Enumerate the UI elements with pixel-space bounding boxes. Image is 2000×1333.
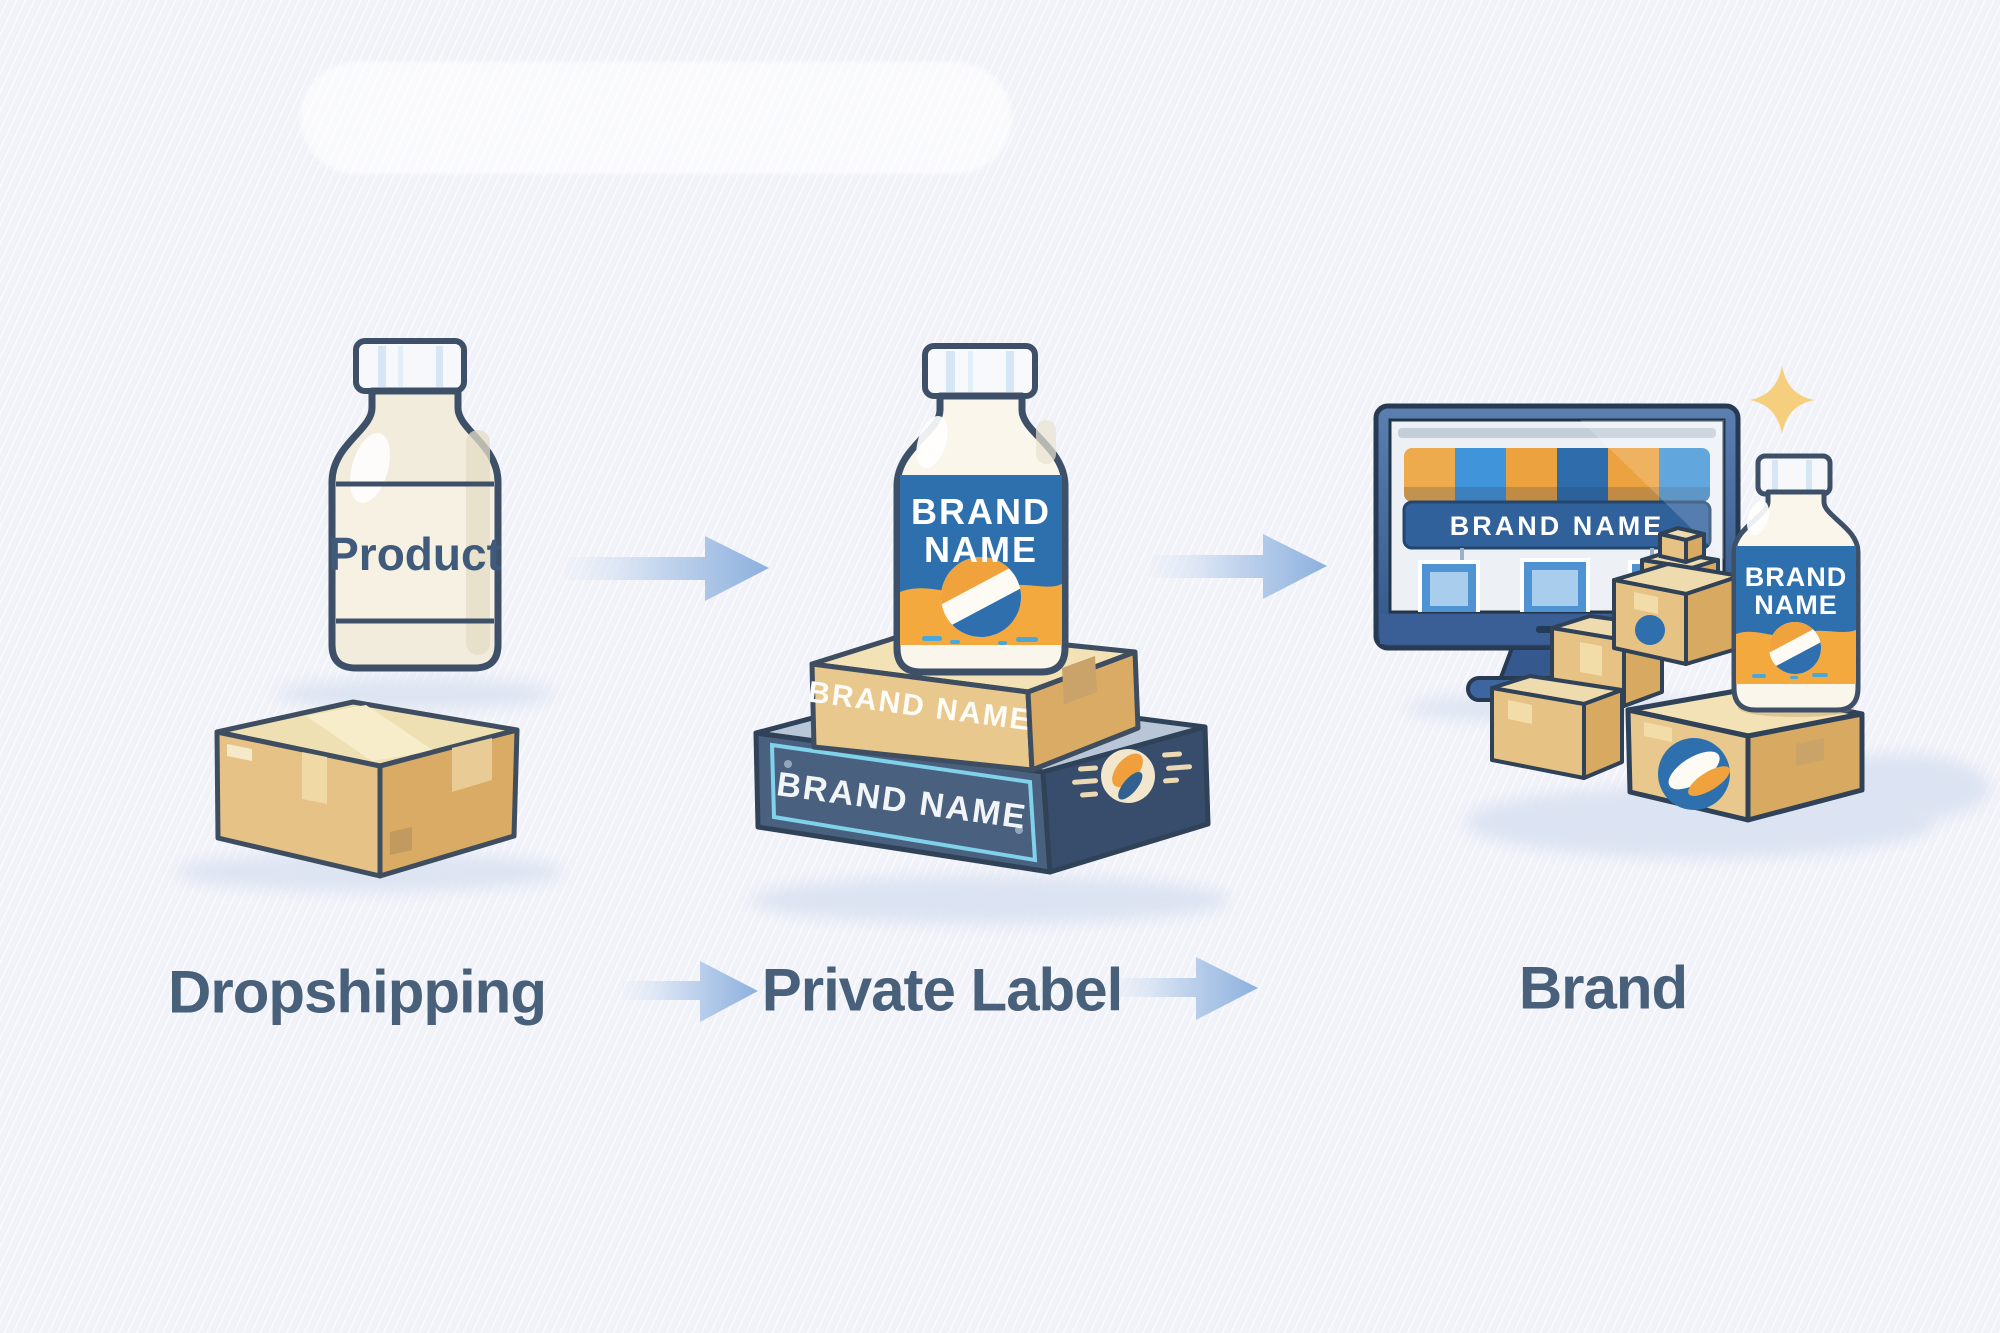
sparkle-icon bbox=[1750, 366, 1814, 434]
plain-cardboard-box bbox=[214, 699, 520, 879]
stage-label-brand: Brand bbox=[1518, 954, 1688, 1022]
brand-logo-icon bbox=[1658, 738, 1730, 810]
storefront-awning bbox=[1404, 448, 1710, 502]
bottle-brand-line1: BRAND bbox=[911, 491, 1051, 532]
generic-product-bottle: Product bbox=[328, 338, 502, 672]
stage-brand-illustration: BRAND NAME bbox=[1373, 366, 1865, 823]
storefront-sign-label: BRAND NAME bbox=[1450, 511, 1665, 541]
stage-private-label-illustration: BRAND NAME bbox=[753, 343, 1211, 875]
storefront-sign bbox=[1402, 500, 1712, 550]
private-label-bottle: BRAND NAME bbox=[893, 343, 1069, 676]
shipping-box-pile bbox=[1490, 526, 1742, 780]
background-highlight-panel bbox=[300, 62, 1012, 174]
bottle-brand-line2: NAME bbox=[1754, 590, 1838, 620]
box-dot-logo-icon bbox=[1635, 615, 1665, 645]
stage-label-private-label: Private Label bbox=[761, 956, 1124, 1024]
branded-front-box bbox=[1625, 687, 1865, 823]
arrow-icon bbox=[1150, 534, 1327, 599]
arrow-icon bbox=[565, 536, 769, 601]
generic-bottle-label: Product bbox=[328, 528, 502, 580]
stage-dropshipping-illustration: Product bbox=[214, 338, 520, 879]
label-tagline-dashes bbox=[922, 636, 1038, 645]
bottle-brand-line2: NAME bbox=[924, 529, 1038, 570]
speed-dashes bbox=[1072, 751, 1193, 798]
stage-label-dropshipping: Dropshipping bbox=[168, 958, 547, 1026]
bottle-brand-line1: BRAND bbox=[1745, 562, 1848, 592]
ground-shadows bbox=[175, 678, 1990, 924]
bean-logo-icon bbox=[1101, 749, 1155, 803]
label-tagline-dashes bbox=[1752, 673, 1828, 679]
arrow-icon bbox=[623, 961, 758, 1022]
arrow-icon bbox=[1110, 957, 1258, 1020]
brand-bottle: BRAND NAME bbox=[1731, 453, 1861, 717]
